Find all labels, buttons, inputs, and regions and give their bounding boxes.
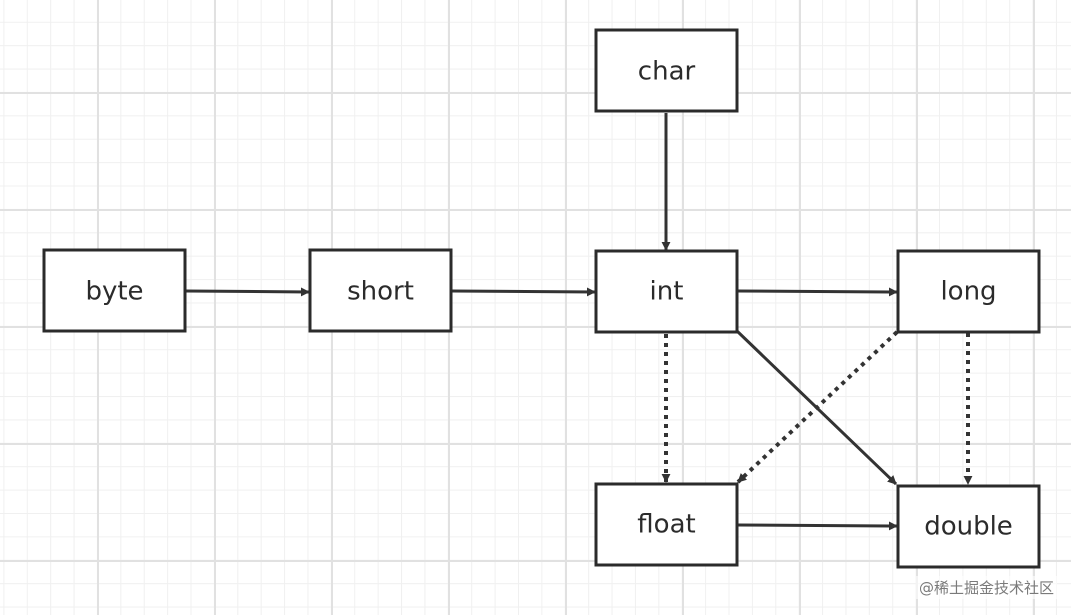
node-float-label: float — [637, 510, 695, 540]
edge-float-double — [737, 521, 898, 531]
node-long: long — [896, 249, 1041, 334]
node-char-label: char — [638, 57, 696, 87]
node-short: short — [308, 248, 453, 333]
edges — [185, 113, 973, 531]
node-float: float — [594, 482, 739, 567]
node-double-label: double — [924, 512, 1013, 542]
node-char: char — [594, 28, 739, 113]
node-long-label: long — [940, 277, 996, 307]
node-int: int — [594, 249, 739, 334]
node-short-label: short — [347, 277, 414, 307]
node-byte: byte — [42, 248, 187, 333]
edge-long-float — [736, 330, 899, 484]
node-byte-label: byte — [85, 277, 143, 307]
node-double: double — [896, 484, 1041, 569]
edge-byte-short — [185, 287, 310, 297]
edge-short-int — [451, 287, 596, 297]
node-int-label: int — [650, 277, 684, 307]
watermark: @稀土掘金技术社区 — [915, 576, 1057, 599]
edge-int-long — [737, 287, 898, 297]
